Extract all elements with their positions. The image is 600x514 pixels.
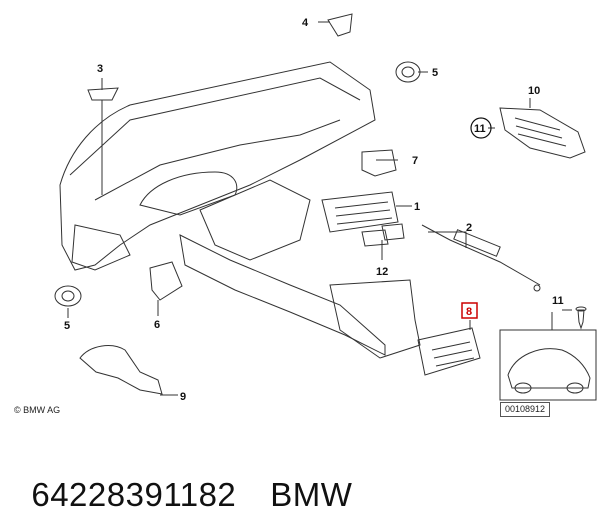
callout-9: 9	[180, 391, 186, 403]
part-6-bracket	[149, 261, 183, 301]
part-2-cable	[421, 224, 541, 286]
dashboard-inner-line	[94, 119, 341, 201]
console-box	[329, 279, 421, 359]
parts-diagram: 4 3 5 10 11 7 1 2 12 11 5 6 8 9	[54, 13, 597, 403]
part-11-screw-head	[575, 306, 587, 312]
part-8-vent-slats	[431, 341, 475, 367]
callout-8: 8	[466, 306, 472, 318]
part-8-rear-vent	[417, 327, 481, 376]
part-12-pads	[361, 223, 405, 247]
part-11-screw	[577, 309, 585, 330]
center-console	[179, 234, 386, 356]
part-5-grommet-bottom	[54, 285, 82, 307]
callout-12: 12	[376, 266, 388, 278]
instrument-cluster	[139, 171, 238, 216]
part-7-cover	[361, 149, 397, 177]
diagram-reference-number: 00108912	[500, 402, 550, 417]
vehicle-inset-wheel-front	[566, 382, 584, 394]
part-5-grommet-top-inner	[401, 66, 415, 78]
callout-11-screw: 11	[552, 295, 564, 307]
vehicle-inset-wheel-rear	[514, 382, 532, 394]
part-9-duct	[79, 345, 163, 395]
part-number: 64228391182	[31, 476, 237, 513]
callout-6: 6	[154, 319, 160, 331]
callout-10: 10	[528, 85, 540, 97]
callout-11-circle	[470, 117, 492, 139]
center-stack	[199, 179, 311, 261]
callout-4: 4	[302, 17, 309, 29]
dashboard-outline	[59, 61, 376, 271]
callout-2: 2	[466, 222, 472, 234]
callout-5-bottom: 5	[64, 320, 70, 332]
callout-5-top: 5	[432, 67, 438, 79]
part-3-clip	[87, 87, 119, 101]
glovebox-area	[71, 224, 131, 271]
brand-name: BMW	[270, 476, 353, 513]
part-5-grommet-bottom-inner	[61, 290, 75, 302]
leader-lines	[67, 21, 572, 396]
dashboard-top-line	[69, 77, 361, 176]
part-4-clip	[327, 13, 353, 37]
callout-11-side: 11	[474, 123, 486, 135]
callout-1: 1	[414, 201, 420, 213]
copyright-label: © BMW AG	[14, 405, 61, 415]
callout-8-highlight-box	[461, 302, 478, 319]
vehicle-inset-car	[507, 348, 591, 389]
part-1-center-vent	[321, 191, 399, 233]
part-5-grommet-top	[395, 61, 421, 83]
vehicle-inset-frame	[499, 329, 597, 401]
part-2-cable-body	[453, 229, 501, 257]
callout-7: 7	[412, 155, 418, 167]
part-1-vent-slats	[334, 201, 393, 225]
part-10-vent-slats	[514, 117, 567, 147]
part-10-side-vent	[499, 107, 586, 159]
callout-3: 3	[97, 63, 103, 75]
part-2-cable-end	[533, 284, 541, 292]
